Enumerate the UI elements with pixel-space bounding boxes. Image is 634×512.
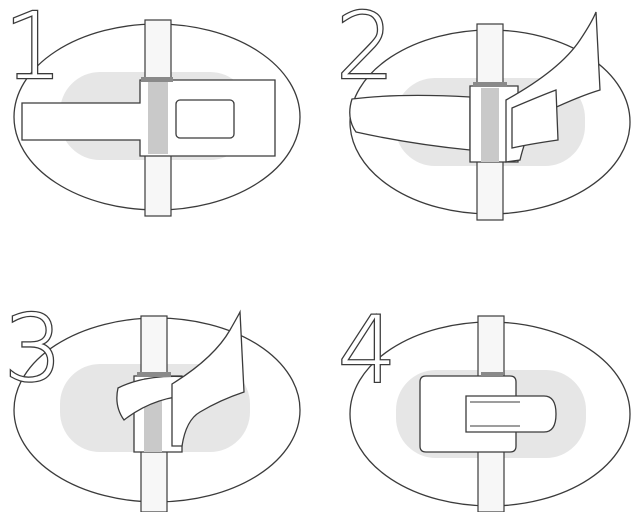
step-2-tube-band — [473, 82, 507, 87]
step-2-panel: 2 — [336, 0, 630, 220]
step-1-number: 1 — [4, 0, 63, 100]
step-2-tube-shadow — [481, 88, 499, 162]
step-4-folded-strap — [466, 396, 556, 432]
step-4-panel: 4 — [338, 297, 630, 512]
step-1-tube-shadow — [148, 82, 168, 154]
step-3-panel: 3 — [4, 295, 300, 512]
step-2-number: 2 — [336, 0, 395, 100]
step-1-tube-band — [141, 77, 173, 82]
step-4-tube-band — [481, 372, 503, 376]
step-3-number: 3 — [4, 295, 63, 402]
step-1-adhesive-window — [176, 100, 234, 138]
step-1-panel: 1 — [4, 0, 300, 216]
step-3-tube-band — [137, 372, 171, 377]
step-4-number: 4 — [338, 297, 397, 404]
